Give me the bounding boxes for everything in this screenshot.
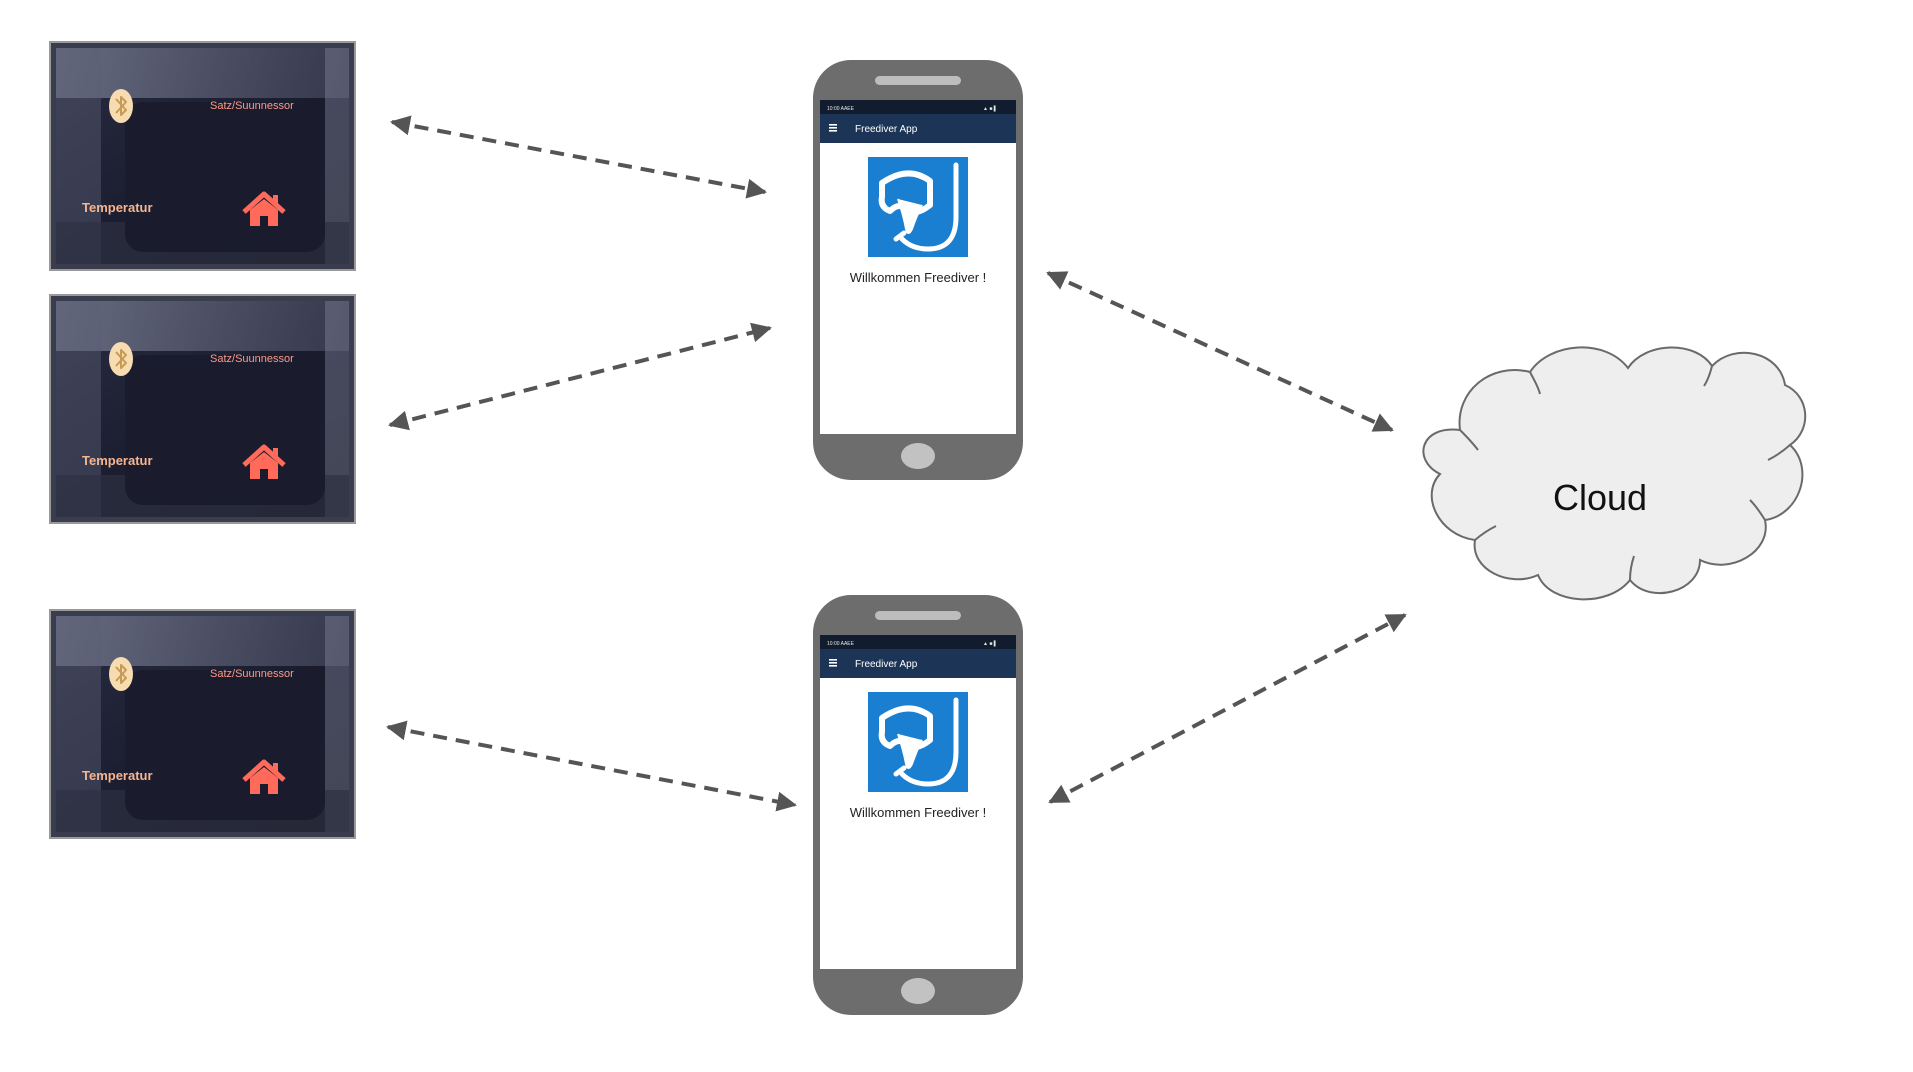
welcome-text: Willkommen Freediver ! <box>850 805 987 820</box>
status-bar-time: 10:00 AAEE <box>827 641 855 647</box>
device-temperature-label: Temperatur <box>82 453 153 468</box>
device-top-label: Satz/Suunnessor <box>210 353 294 365</box>
status-bar-time: 10:00 AAEE <box>827 106 855 112</box>
sensor-device-1: Satz/Suunnessor Temperatur <box>49 41 356 271</box>
cloud-label: Cloud <box>1553 477 1647 518</box>
app-bar-title: Freediver App <box>855 659 918 670</box>
menu-icon[interactable] <box>829 124 837 132</box>
device-top-label: Satz/Suunnessor <box>210 100 294 112</box>
sensor-device-2: Satz/Suunnessor Temperatur <box>49 294 356 524</box>
diving-mask-snorkel-icon <box>868 157 968 257</box>
connection-device1-phone1 <box>390 115 767 199</box>
app-bar-title: Freediver App <box>855 124 918 135</box>
device-top-label: Satz/Suunnessor <box>210 668 294 680</box>
smartphone-1: 10:00 AAEE ▲ ■ ▌ Freediver App Willkomme… <box>813 60 1023 480</box>
connection-device2-phone1 <box>388 322 772 431</box>
status-bar-icons: ▲ ■ ▌ <box>983 105 997 112</box>
menu-icon[interactable] <box>829 659 837 667</box>
status-bar-icons: ▲ ■ ▌ <box>983 640 997 647</box>
diving-mask-snorkel-icon <box>868 692 968 792</box>
connection-phone1-cloud <box>1046 271 1394 432</box>
welcome-text: Willkommen Freediver ! <box>850 270 987 285</box>
bluetooth-icon <box>108 341 134 377</box>
device-temperature-label: Temperatur <box>82 200 153 215</box>
connection-device3-phone2 <box>386 720 797 812</box>
smartphone-2: 10:00 AAEE ▲ ■ ▌ Freediver App Willkomme… <box>813 595 1023 1015</box>
bluetooth-icon <box>108 656 134 692</box>
device-temperature-label: Temperatur <box>82 768 153 783</box>
connection-phone2-cloud <box>1048 613 1407 804</box>
cloud-shape <box>1422 346 1807 601</box>
sensor-device-3: Satz/Suunnessor Temperatur <box>49 609 356 839</box>
bluetooth-icon <box>108 88 134 124</box>
